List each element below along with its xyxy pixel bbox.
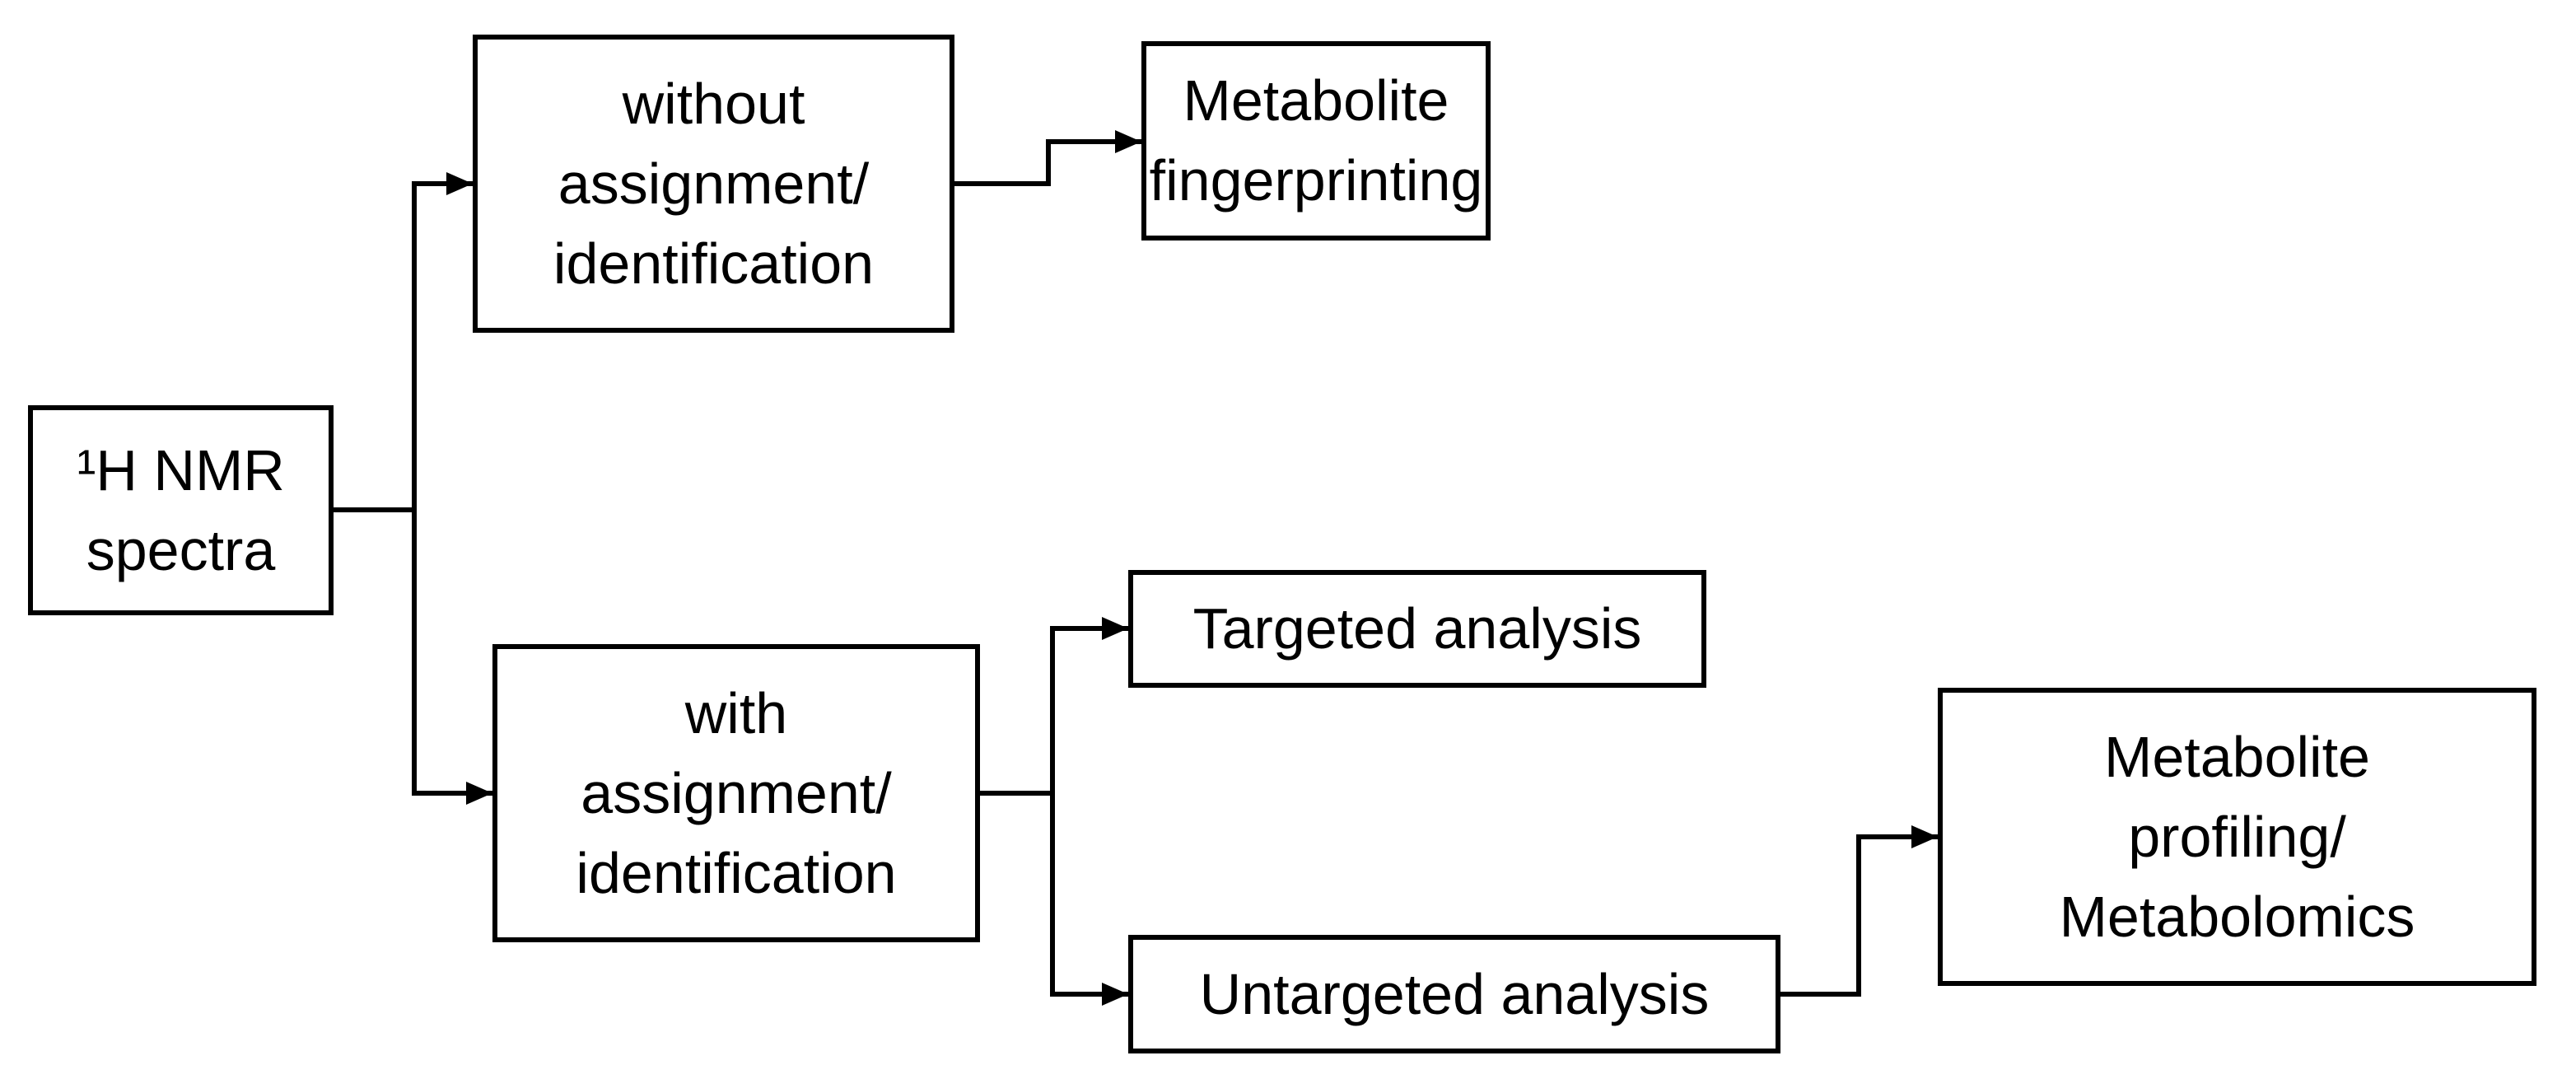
edge-without-assignment-to-fingerprinting	[954, 130, 1141, 186]
node-1h-nmr-spectra-line: ¹H NMR	[77, 437, 285, 502]
edge-nmr-to-without-assignment	[412, 172, 473, 510]
node-with-assignment-line: assignment/	[581, 760, 892, 825]
node-metabolite-fingerprinting-line: fingerprinting	[1149, 148, 1483, 213]
node-metabolite-fingerprinting-line: Metabolite	[1183, 68, 1449, 133]
node-with-assignment-line: with	[684, 680, 788, 745]
node-1h-nmr-spectra: ¹H NMR spectra	[28, 405, 334, 615]
node-without-assignment-line: identification	[553, 231, 875, 296]
node-targeted-analysis: Targeted analysis	[1128, 570, 1706, 688]
node-untargeted-analysis: Untargeted analysis	[1128, 935, 1780, 1053]
node-metabolite-profiling-line: Metabolomics	[2059, 884, 2415, 949]
edge-nmr-to-with-assignment	[412, 510, 492, 805]
node-without-assignment-identification: without assignment/ identification	[473, 35, 954, 333]
node-with-assignment-line: identification	[576, 840, 897, 905]
node-without-assignment-line: assignment/	[558, 151, 870, 216]
node-untargeted-analysis-line: Untargeted analysis	[1199, 961, 1710, 1026]
node-with-assignment-identification: with assignment/ identification	[492, 644, 980, 942]
edge-with-assignment-to-untargeted	[1050, 793, 1128, 1006]
node-without-assignment-line: without	[622, 71, 805, 136]
node-metabolite-profiling-line: Metabolite	[2104, 724, 2370, 789]
edge-with-assignment-to-targeted	[1050, 617, 1128, 793]
edge-untargeted-to-profiling	[1780, 825, 1938, 997]
node-metabolite-profiling-line: profiling/	[2128, 804, 2346, 869]
node-metabolite-fingerprinting: Metabolite fingerprinting	[1141, 41, 1491, 241]
node-metabolite-profiling-metabolomics: Metabolite profiling/ Metabolomics	[1938, 688, 2536, 986]
node-targeted-analysis-line: Targeted analysis	[1192, 596, 1642, 661]
node-1h-nmr-spectra-line: spectra	[86, 517, 276, 582]
